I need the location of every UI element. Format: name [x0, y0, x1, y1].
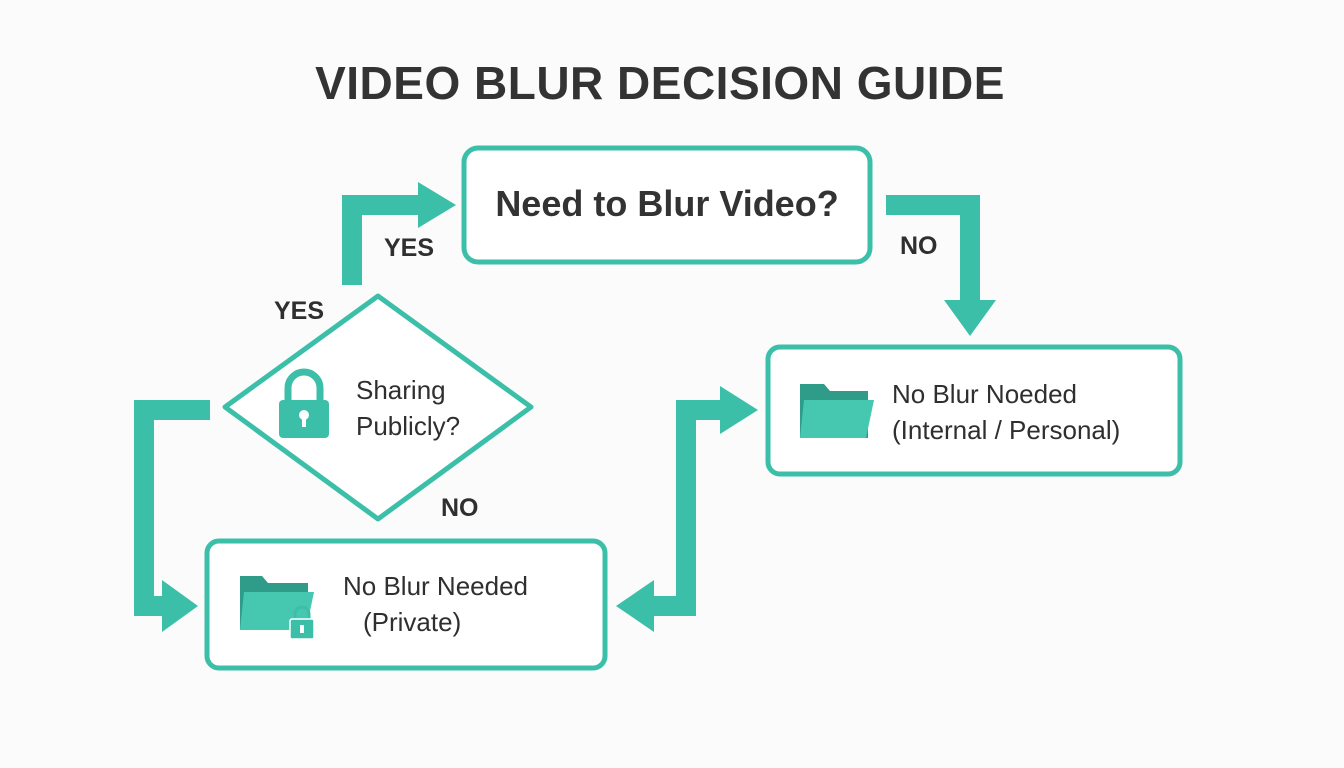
internal-line1: No Blur Noeded [892, 379, 1077, 409]
page-title: VIDEO BLUR DECISION GUIDE [315, 57, 1005, 109]
edge-label-no-right: NO [900, 232, 938, 260]
start-node-label: Need to Blur Video? [495, 183, 839, 224]
edge-label-yes-top: YES [384, 234, 435, 262]
edge-label-yes-left: YES [274, 297, 325, 325]
decision-diamond [222, 293, 534, 522]
decision-label: Sharing Publicly? [356, 372, 460, 444]
folder-icon [800, 384, 874, 438]
arrow-private-internal [616, 386, 758, 632]
internal-node-label: No Blur Noeded (Internal / Personal) [892, 376, 1120, 448]
private-node-label: No Blur Needed (Private) [343, 568, 528, 640]
internal-node-box [765, 344, 1183, 477]
decision-line2: Publicly? [356, 411, 461, 441]
arrow-no-to-internal [886, 195, 996, 336]
folder-lock-icon [240, 576, 315, 640]
internal-line2: (Internal / Personal) [892, 415, 1121, 445]
start-node-box [461, 145, 873, 265]
padlock-icon [279, 368, 329, 438]
decision-line1: Sharing [356, 375, 446, 405]
edge-label-no-bottom: NO [441, 494, 479, 522]
arrow-left-to-private [134, 400, 210, 632]
arrow-yes-to-start [342, 182, 456, 285]
private-line2: (Private) [363, 607, 462, 637]
private-line1: No Blur Needed [343, 571, 528, 601]
